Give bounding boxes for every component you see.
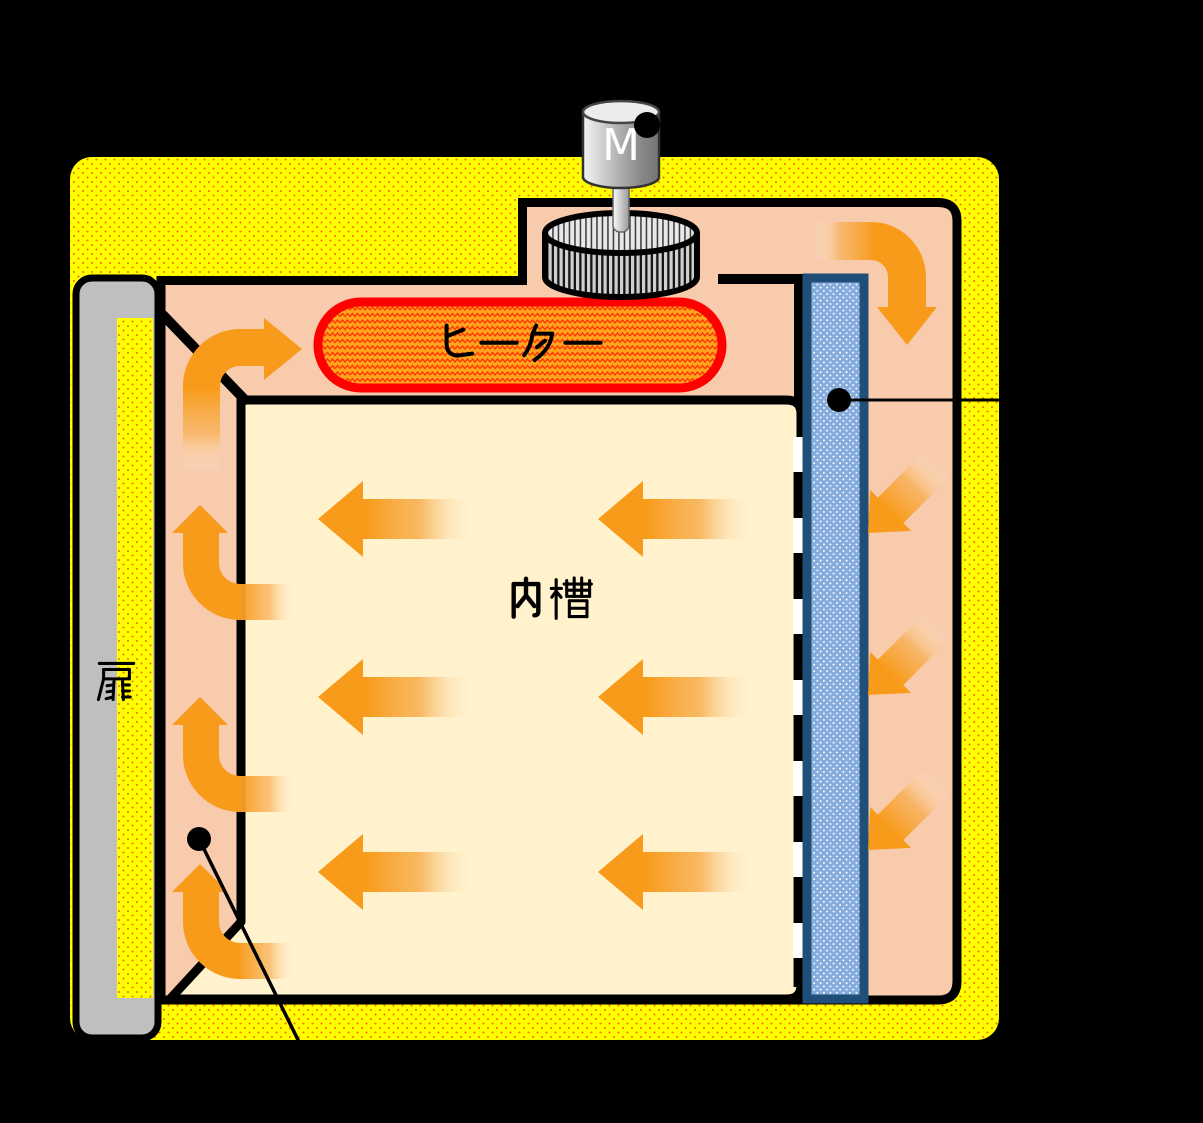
heater-label	[444, 323, 603, 363]
door-label	[96, 661, 136, 702]
panel-callout-dot	[827, 388, 851, 412]
left-duct-arrow-1	[172, 505, 294, 620]
perforation-dashes	[793, 472, 807, 987]
heater-body	[313, 297, 727, 393]
inner-tank-label	[511, 576, 593, 620]
panel-callout	[827, 388, 1203, 412]
heater-inlet-arrow	[183, 318, 302, 472]
heater	[313, 297, 727, 393]
door-insulation	[117, 318, 153, 998]
top-duct-partition	[718, 274, 803, 284]
motor: M	[581, 99, 661, 190]
top-duct-arrow	[816, 222, 937, 345]
duct-callout-dot	[187, 827, 211, 851]
duct-callout	[187, 827, 305, 1051]
motor-callout-dot	[634, 112, 660, 138]
door	[72, 274, 162, 1042]
perforated-panel	[802, 273, 869, 1004]
motor-label: M	[602, 120, 640, 171]
circulation-fan	[542, 210, 700, 300]
